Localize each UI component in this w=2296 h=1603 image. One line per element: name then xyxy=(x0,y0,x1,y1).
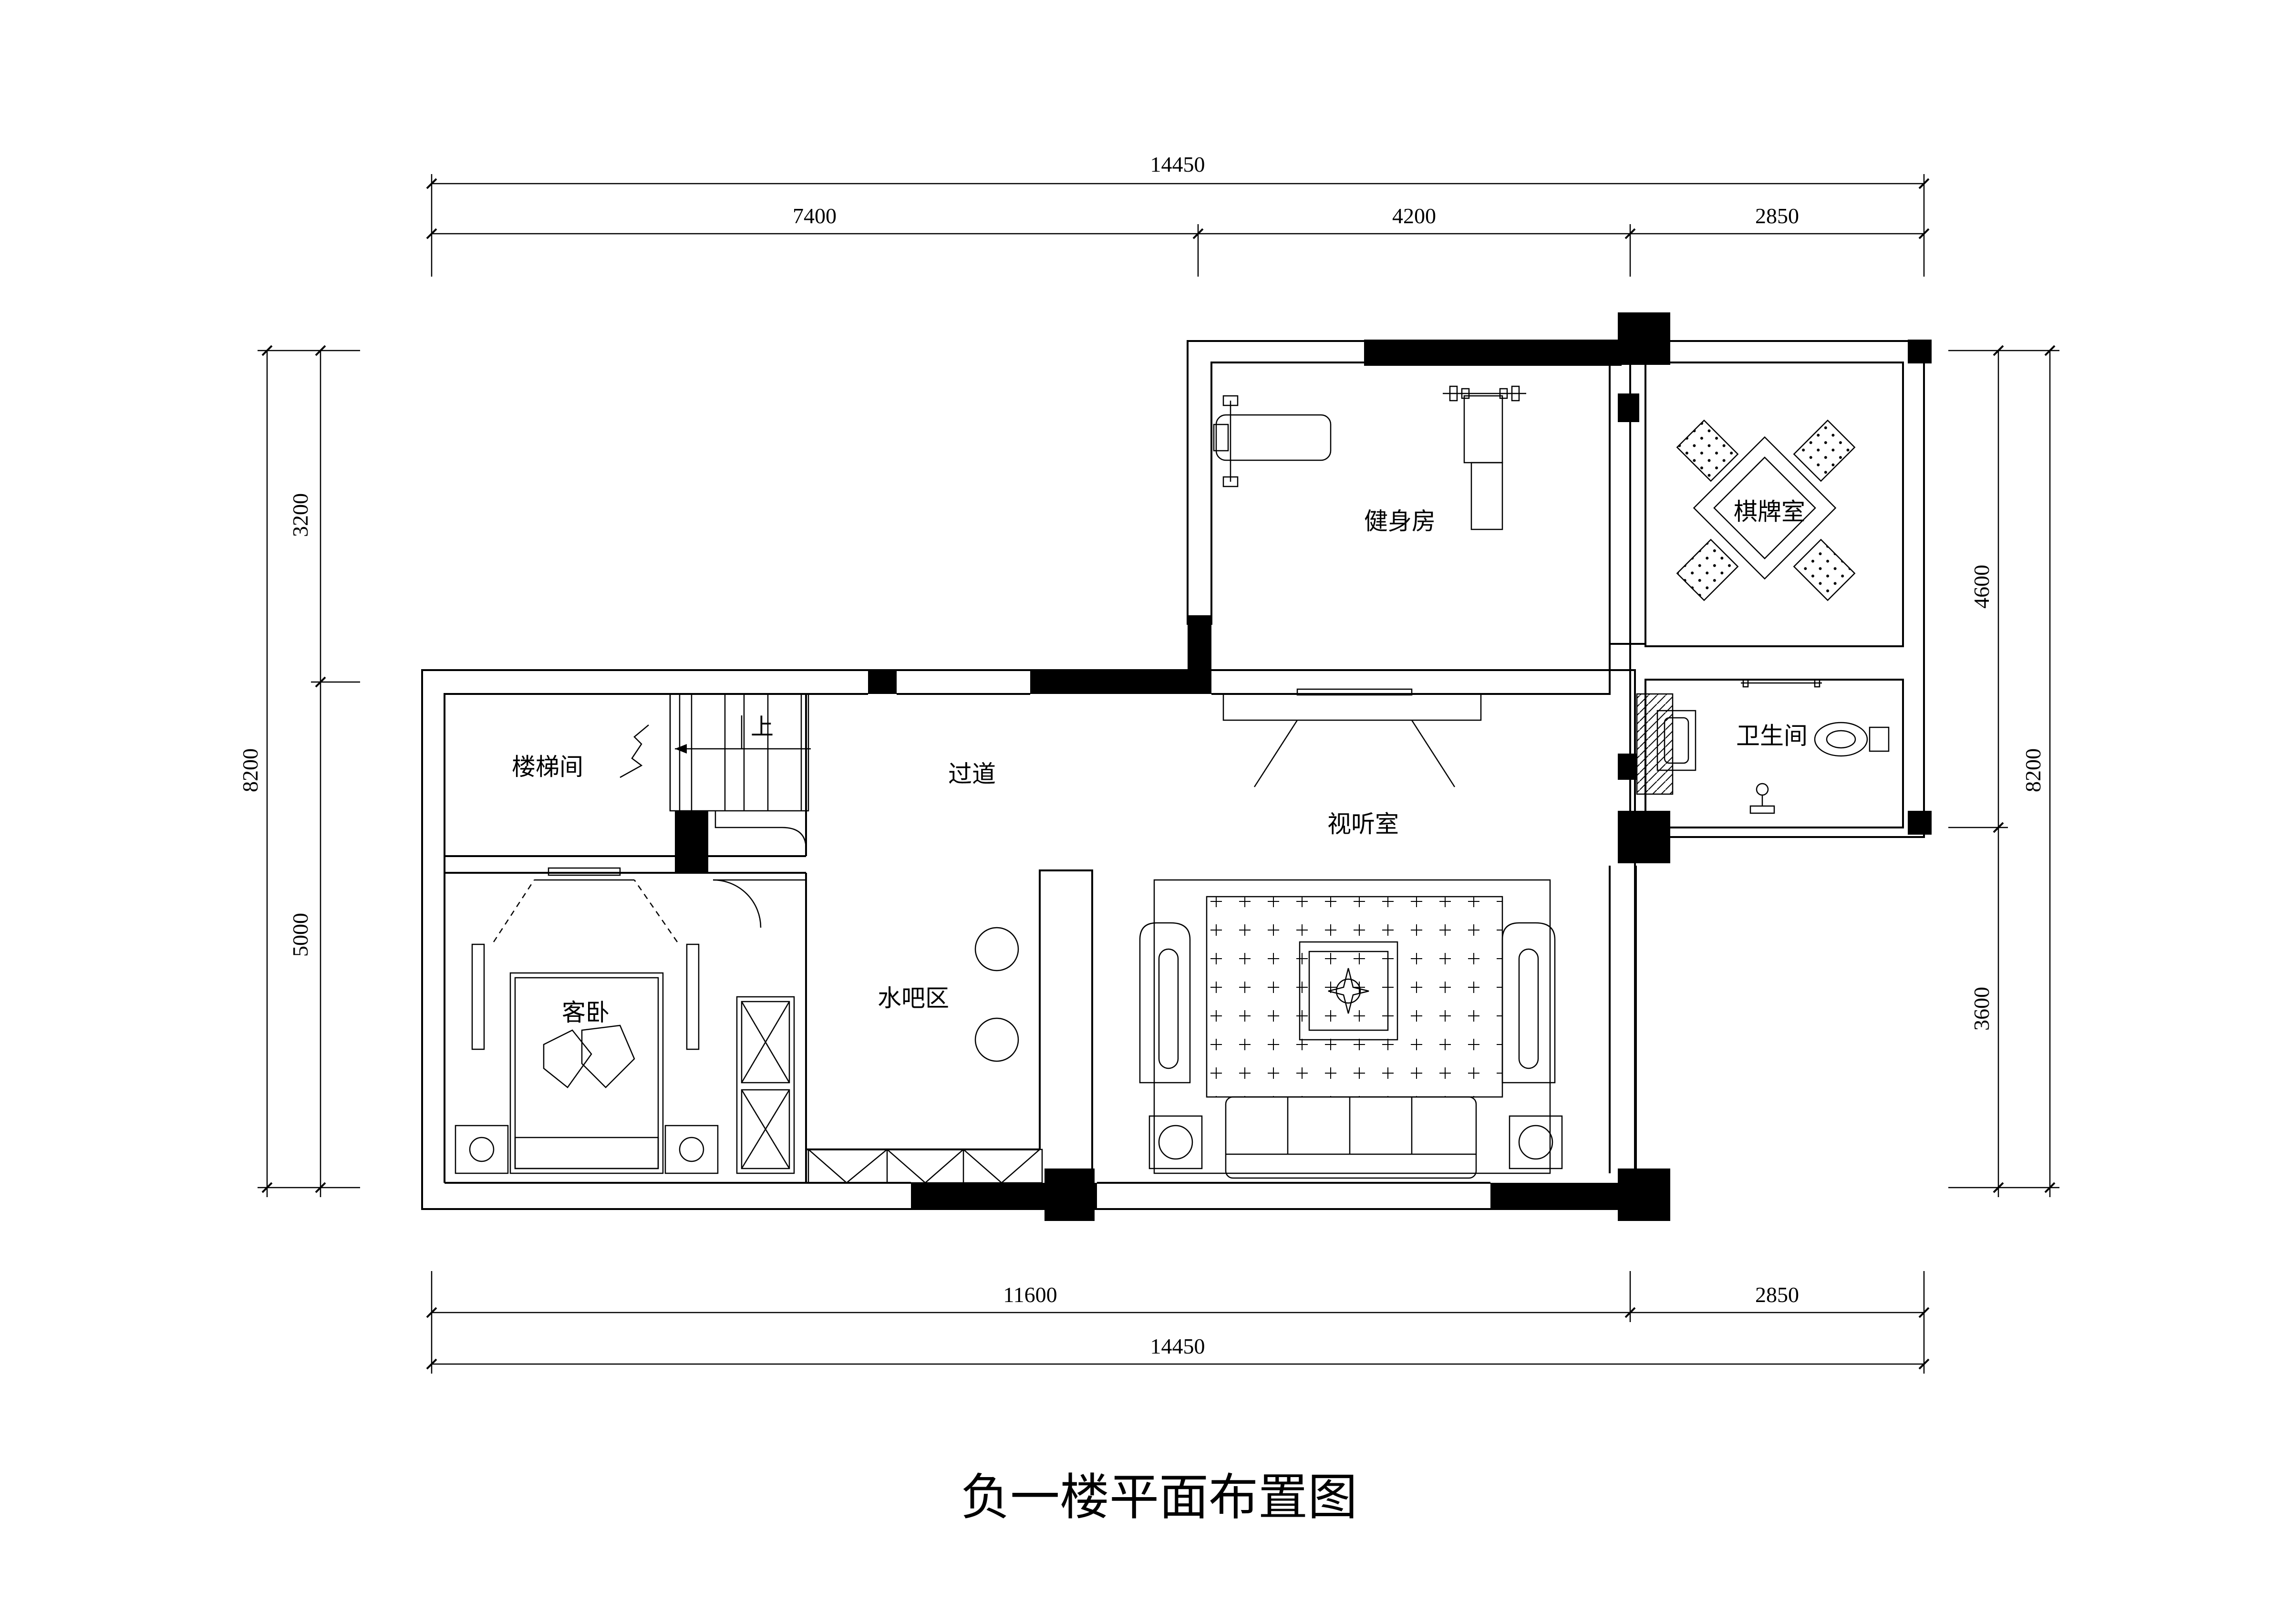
dimension-top: 14450 7400 4200 2850 xyxy=(426,152,1930,277)
dimension-bottom: 11600 2850 14450 xyxy=(426,1271,1930,1374)
water-bar-furniture xyxy=(806,869,1093,1184)
dim-right-total: 8200 xyxy=(2021,748,2045,792)
room-label-gym: 健身房 xyxy=(1364,507,1436,535)
av-room-furniture xyxy=(1139,688,1563,1179)
room-labels: 健身房 棋牌室 卫生间 楼梯间 过道 视听室 客卧 水吧区 上 xyxy=(512,498,1808,1026)
dim-top-segment-3: 2850 xyxy=(1755,204,1799,228)
chess-table-set xyxy=(1676,419,1856,601)
dim-top-segment-1: 7400 xyxy=(793,204,837,228)
dim-left-segment-2: 5000 xyxy=(288,913,312,957)
dimension-left: 8200 3200 5000 xyxy=(238,345,360,1197)
stair-up-label: 上 xyxy=(751,714,774,740)
dim-top-segment-2: 4200 xyxy=(1392,204,1436,228)
room-label-corridor: 过道 xyxy=(948,760,996,788)
room-label-bathroom: 卫生间 xyxy=(1736,722,1808,750)
room-label-chess-room: 棋牌室 xyxy=(1734,498,1805,526)
walls xyxy=(421,340,1925,1210)
columns xyxy=(675,312,1932,1221)
guest-bedroom-furniture xyxy=(455,867,806,1174)
room-label-guest-bedroom: 客卧 xyxy=(562,999,610,1026)
dim-right-segment-2: 3600 xyxy=(1969,987,1994,1031)
dim-bottom-segment-1: 11600 xyxy=(1003,1282,1057,1307)
dimension-right: 4600 3600 8200 xyxy=(1948,345,2059,1197)
room-label-water-bar: 水吧区 xyxy=(878,984,949,1012)
room-label-av-room: 视听室 xyxy=(1327,810,1399,838)
dim-left-total: 8200 xyxy=(238,748,262,792)
gym-equipment xyxy=(1213,385,1526,530)
staircase xyxy=(620,693,811,849)
dim-bottom-total: 14450 xyxy=(1150,1334,1205,1358)
drawing-title: 负一楼平面布置图 xyxy=(961,1468,1357,1526)
dim-top-total: 14450 xyxy=(1150,152,1205,176)
bathroom-fixtures xyxy=(1636,679,1890,814)
dim-bottom-segment-2: 2850 xyxy=(1755,1282,1799,1307)
dim-left-segment-1: 3200 xyxy=(288,493,312,537)
room-label-stairwell: 楼梯间 xyxy=(512,753,583,781)
dim-right-segment-1: 4600 xyxy=(1969,565,1994,609)
